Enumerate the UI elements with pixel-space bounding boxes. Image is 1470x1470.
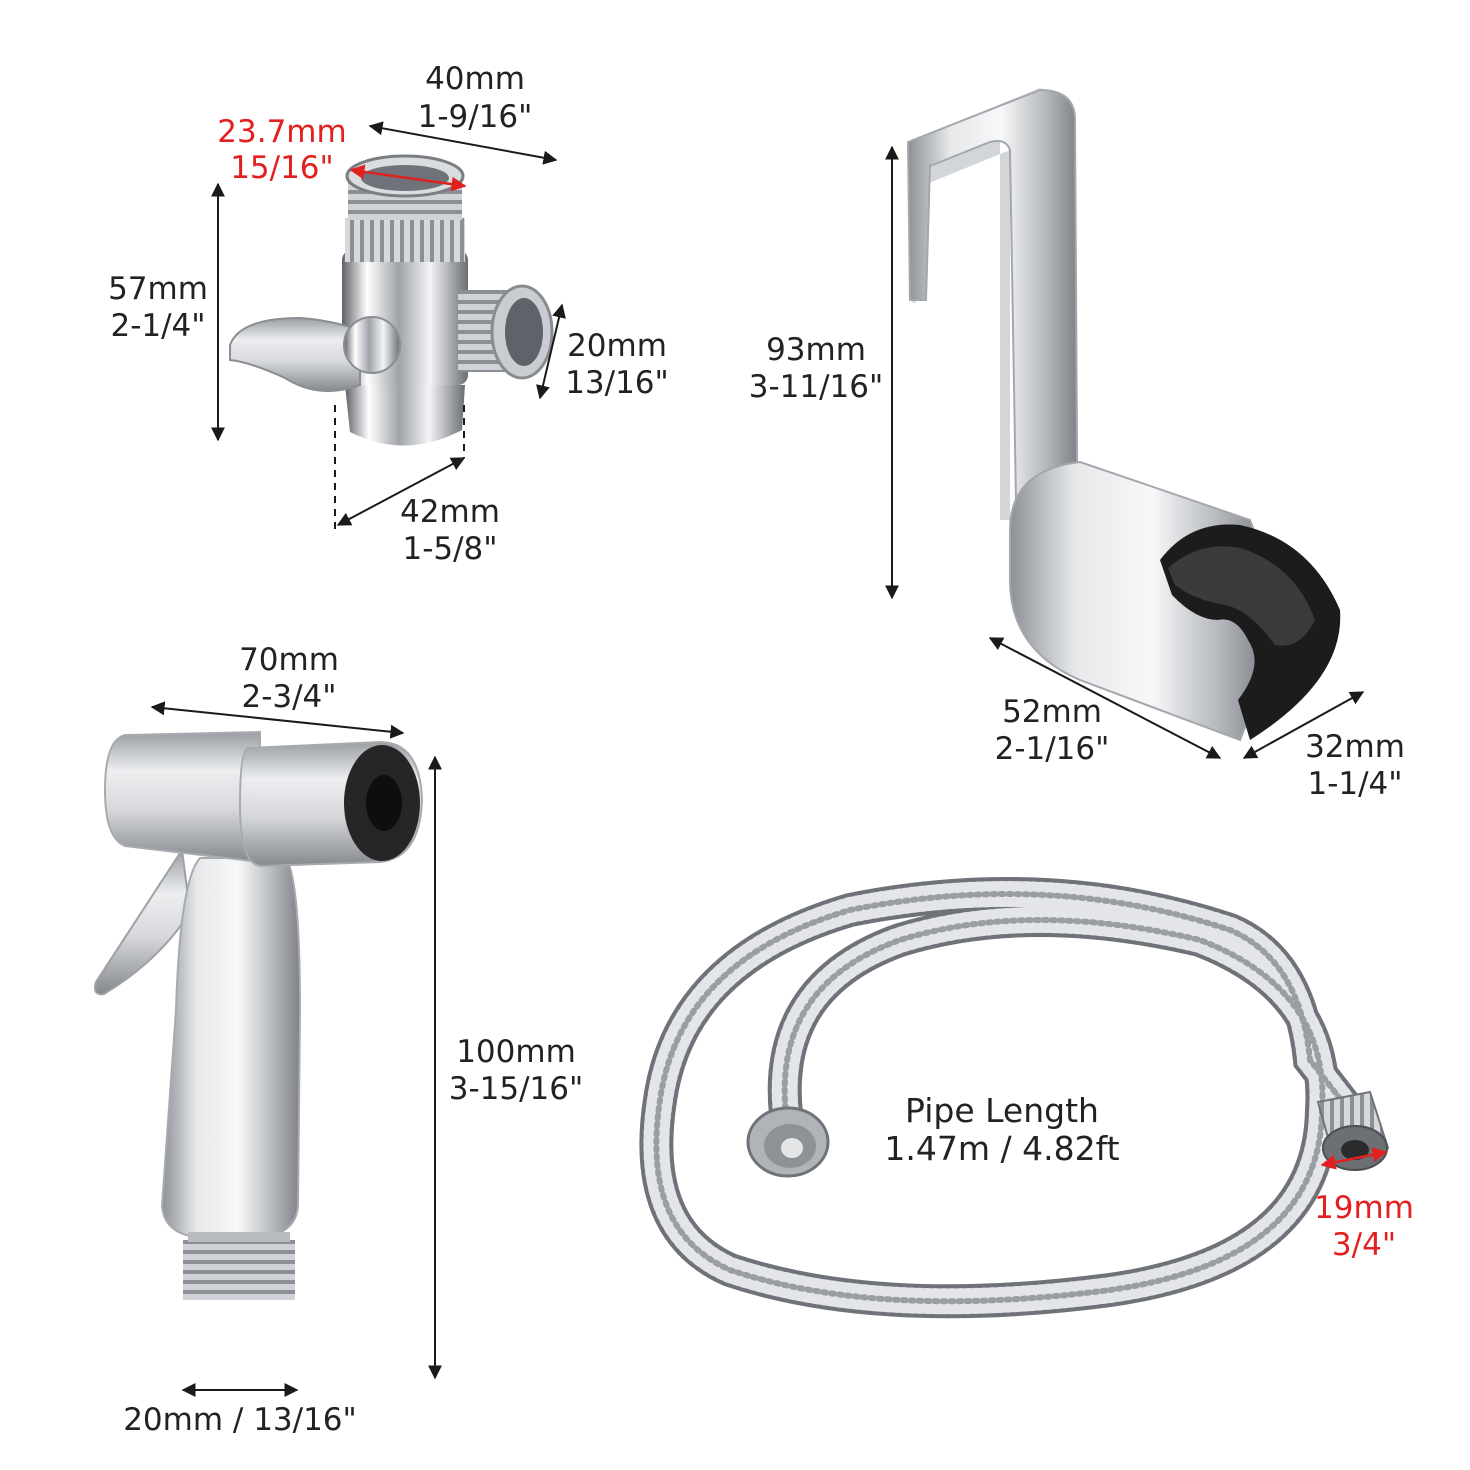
hose-title: Pipe Length bbox=[905, 1091, 1099, 1130]
holder-depth-mm: 52mm bbox=[1002, 694, 1102, 730]
dim-line-valve-outlet bbox=[536, 303, 566, 400]
holder-height-in: 3-11/16" bbox=[749, 369, 884, 405]
hose-fitting-mm: 19mm bbox=[1314, 1190, 1414, 1226]
flexible-hose bbox=[639, 877, 1372, 1319]
hose-fitting-in: 3/4" bbox=[1332, 1227, 1396, 1263]
valve-width-mm: 40mm bbox=[425, 61, 525, 97]
valve-inner-mm: 23.7mm bbox=[217, 114, 346, 150]
dim-line-holder-width bbox=[1242, 691, 1365, 759]
sprayer-thread-label: 20mm / 13/16" bbox=[123, 1402, 357, 1438]
holder-width-in: 1-1/4" bbox=[1307, 766, 1402, 802]
sprayer-height-mm: 100mm bbox=[456, 1034, 576, 1070]
hose-length: 1.47m / 4.82ft bbox=[884, 1129, 1119, 1168]
dim-line-hose-fitting bbox=[1320, 1147, 1388, 1170]
holder-width-mm: 32mm bbox=[1305, 729, 1405, 765]
sprayer-length-mm: 70mm bbox=[239, 642, 339, 678]
valve-outlet-in: 13/16" bbox=[565, 365, 669, 401]
diverter-valve bbox=[229, 154, 554, 446]
hose-nut-left bbox=[746, 1106, 830, 1178]
valve-depth-mm: 42mm bbox=[400, 494, 500, 530]
holder-height-mm: 93mm bbox=[766, 332, 866, 368]
dim-line-valve-inner bbox=[349, 164, 467, 192]
valve-inner-in: 15/16" bbox=[230, 150, 334, 186]
hand-sprayer bbox=[94, 730, 424, 1300]
sprayer-height-in: 3-15/16" bbox=[449, 1071, 584, 1107]
sprayer-length-in: 2-3/4" bbox=[241, 679, 336, 715]
valve-outlet-mm: 20mm bbox=[567, 328, 667, 364]
valve-depth-in: 1-5/8" bbox=[402, 531, 497, 567]
sprayer-holder bbox=[906, 88, 1341, 742]
valve-width-in: 1-9/16" bbox=[418, 99, 533, 135]
valve-height-in: 2-1/4" bbox=[110, 308, 205, 344]
dim-line-sprayer-length bbox=[150, 701, 405, 739]
dim-line-valve-width bbox=[368, 121, 558, 165]
holder-depth-in: 2-1/16" bbox=[995, 731, 1110, 767]
dim-line-holder-depth bbox=[988, 637, 1222, 759]
valve-height-mm: 57mm bbox=[108, 271, 208, 307]
dim-line-valve-depth bbox=[336, 457, 466, 526]
